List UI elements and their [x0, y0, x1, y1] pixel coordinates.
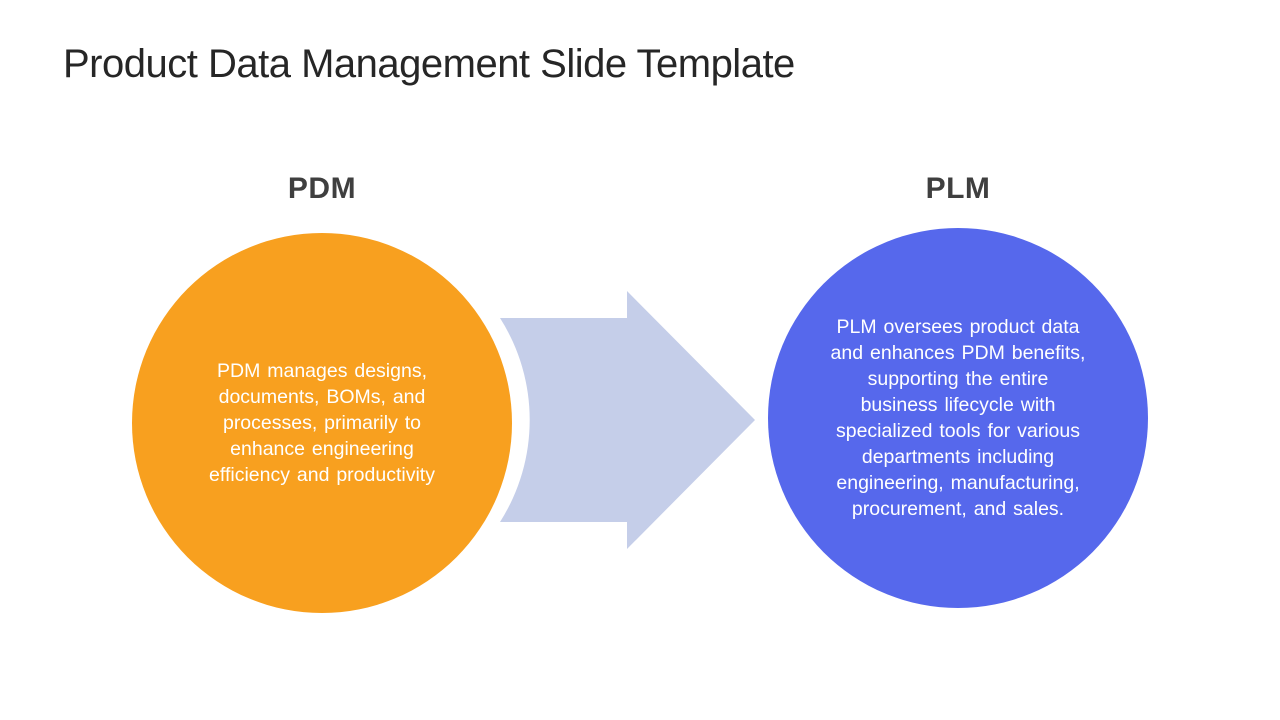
plm-circle: PLM oversees product data and enhances P…: [768, 228, 1148, 608]
plm-description: PLM oversees product data and enhances P…: [830, 316, 1086, 520]
pdm-circle: PDM manages designs, documents, BOMs, an…: [132, 233, 512, 613]
right-arrow-shape: [500, 291, 755, 549]
pdm-heading: PDM: [287, 172, 357, 205]
pdm-to-plm-arrow-icon: [500, 291, 755, 549]
slide-title: Product Data Management Slide Template: [63, 42, 795, 86]
pdm-description: PDM manages designs, documents, BOMs, an…: [209, 360, 435, 486]
plm-heading: PLM: [925, 172, 991, 205]
